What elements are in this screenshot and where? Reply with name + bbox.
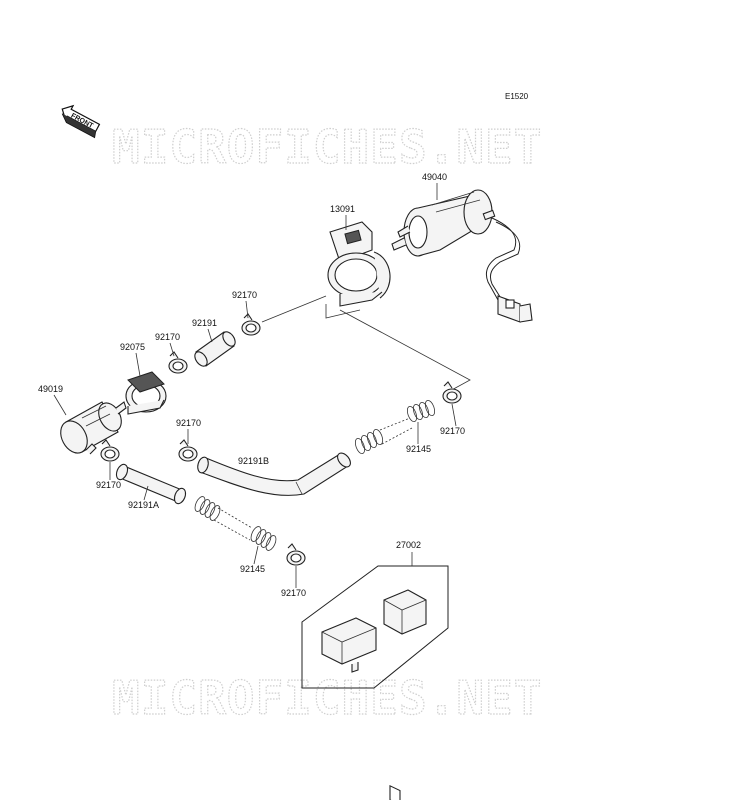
front-arrow-icon: FRONT [61,104,101,139]
clamp-top [241,313,261,336]
clamp-right [442,381,462,404]
label-clamp-left-lower: 92170 [96,480,121,490]
label-bracket-clamp: 92075 [120,342,145,352]
label-clamp-right: 92170 [440,426,465,436]
hose-short [194,331,236,367]
relay-kit [301,565,449,800]
watermark-top: MICROFICHES.NET [112,120,542,174]
label-clamp-left-upper: 92170 [176,418,201,428]
diagram-code: E1520 [505,92,529,101]
clamp-left-lower [100,439,120,462]
watermark-bottom: MICROFICHES.NET [112,671,542,725]
clamp-left-upper [178,439,198,462]
label-relay-kit: 27002 [396,540,421,550]
spring-lower [194,496,277,551]
label-hose-bent: 92191B [238,456,269,466]
label-spring-right: 92145 [406,444,431,454]
label-fuel-pump: 49040 [422,172,447,182]
pump-bracket [327,221,391,307]
label-fuel-filter: 49019 [38,384,63,394]
label-bracket: 13091 [330,204,355,214]
label-clamp-bottom: 92170 [281,588,306,598]
clamp-small [168,351,188,374]
label-spring-lower: 92145 [240,564,265,574]
label-hose-short: 92191 [192,318,217,328]
label-clamp-top: 92170 [232,290,257,300]
label-clamp-small: 92170 [155,332,180,342]
fuel-filter [60,401,127,455]
bracket-clamp [125,371,167,415]
label-hose-a: 92191A [128,500,159,510]
hose-bent [197,452,351,496]
hose-a [115,463,187,505]
fuel-pump [391,189,533,323]
spring-right [354,399,436,455]
clamp-bottom [286,543,306,566]
